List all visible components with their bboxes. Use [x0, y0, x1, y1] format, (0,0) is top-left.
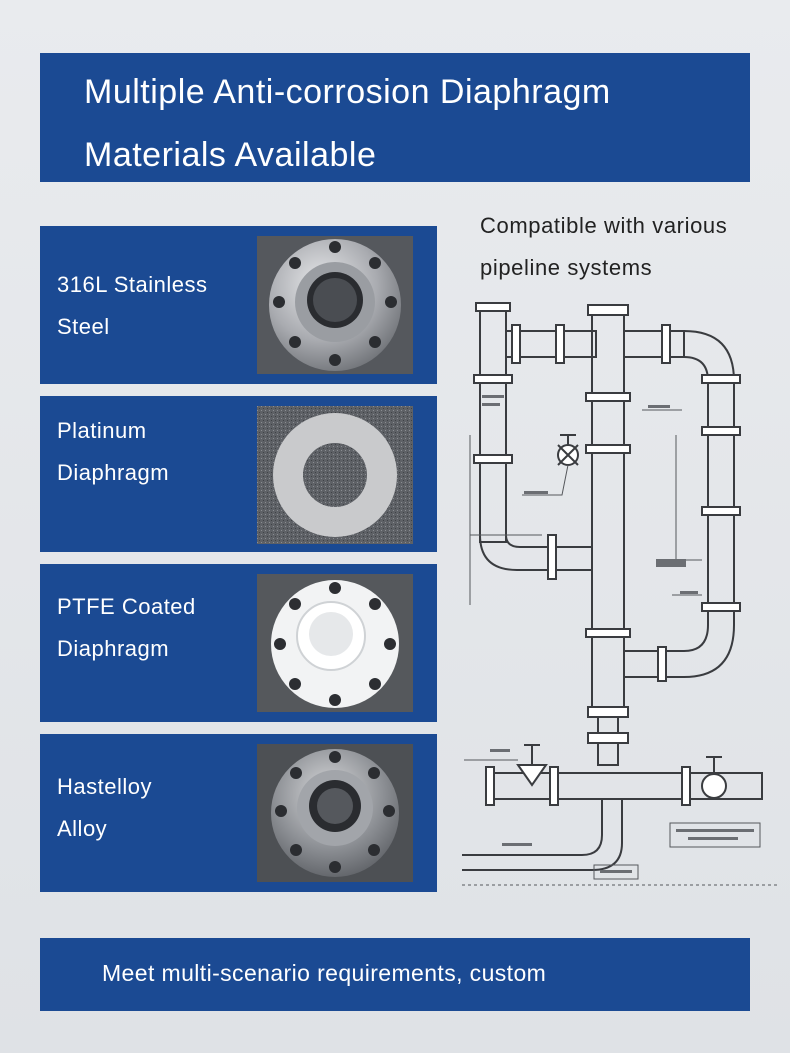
material-name-line2: Diaphragm — [57, 460, 170, 485]
footer-text: Meet multi-scenario requirements, custom — [102, 960, 547, 986]
title-line-2: Materials Available — [84, 136, 377, 174]
hastelloy-flange-photo — [257, 744, 413, 882]
platinum-ring-photo — [257, 406, 413, 544]
pipeline-diagram — [462, 302, 780, 886]
material-label: Platinum Diaphragm — [57, 410, 169, 494]
material-name-line1: Platinum — [57, 418, 147, 443]
material-card-platinum: Platinum Diaphragm — [40, 396, 437, 552]
material-name-line2: Alloy — [57, 816, 108, 841]
material-name-line1: Hastelloy — [57, 774, 152, 799]
material-name-line1: 316L Stainless — [57, 272, 208, 297]
material-name-line1: PTFE Coated — [57, 594, 196, 619]
ptfe-flange-photo — [257, 574, 413, 712]
material-label: Hastelloy Alloy — [57, 766, 152, 850]
compatibility-line-1: Compatible with various — [480, 213, 728, 238]
stainless-flange-photo — [257, 236, 413, 374]
title-banner: Multiple Anti-corrosion Diaphragm Materi… — [40, 53, 750, 182]
material-name-line2: Diaphragm — [57, 636, 170, 661]
material-card-hastelloy: Hastelloy Alloy — [40, 734, 437, 892]
compatibility-line-2: pipeline systems — [480, 255, 653, 280]
compatibility-heading: Compatible with various pipeline systems — [480, 205, 727, 289]
footer-banner: Meet multi-scenario requirements, custom — [40, 938, 750, 1011]
material-label: PTFE Coated Diaphragm — [57, 586, 196, 670]
title-line-1: Multiple Anti-corrosion Diaphragm — [84, 73, 611, 111]
material-card-ptfe: PTFE Coated Diaphragm — [40, 564, 437, 722]
material-card-316l: 316L Stainless Steel — [40, 226, 437, 384]
material-name-line2: Steel — [57, 314, 110, 339]
material-label: 316L Stainless Steel — [57, 264, 208, 348]
